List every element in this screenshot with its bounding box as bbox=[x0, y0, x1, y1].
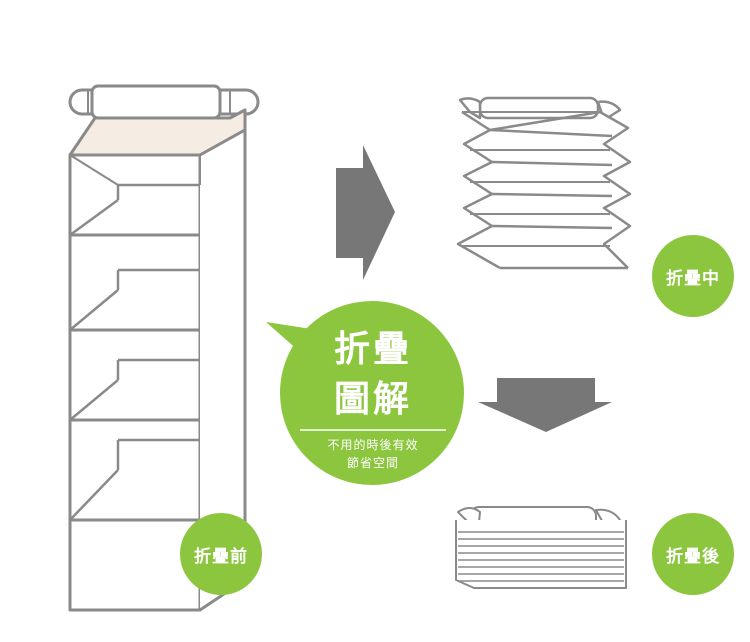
hanging-organizer bbox=[68, 84, 260, 612]
bubble-subtitle-line2: 節省空間 bbox=[346, 456, 399, 470]
speech-bubble bbox=[266, 295, 470, 491]
arrow-right-icon bbox=[336, 145, 395, 280]
arrow-down-icon bbox=[478, 378, 612, 432]
bubble-subtitle-line1: 不用的時後有效 bbox=[327, 438, 419, 452]
badge-before-folding: 折疊前 bbox=[180, 513, 262, 595]
badge-during-folding: 折疊中 bbox=[652, 235, 734, 317]
bubble-title-line1: 折疊 bbox=[333, 329, 412, 370]
folded-stack bbox=[455, 506, 627, 589]
bubble-title-line2: 圖解 bbox=[333, 379, 412, 420]
badge-after-folding: 折疊後 bbox=[652, 513, 734, 595]
folding-organizer bbox=[456, 96, 632, 270]
